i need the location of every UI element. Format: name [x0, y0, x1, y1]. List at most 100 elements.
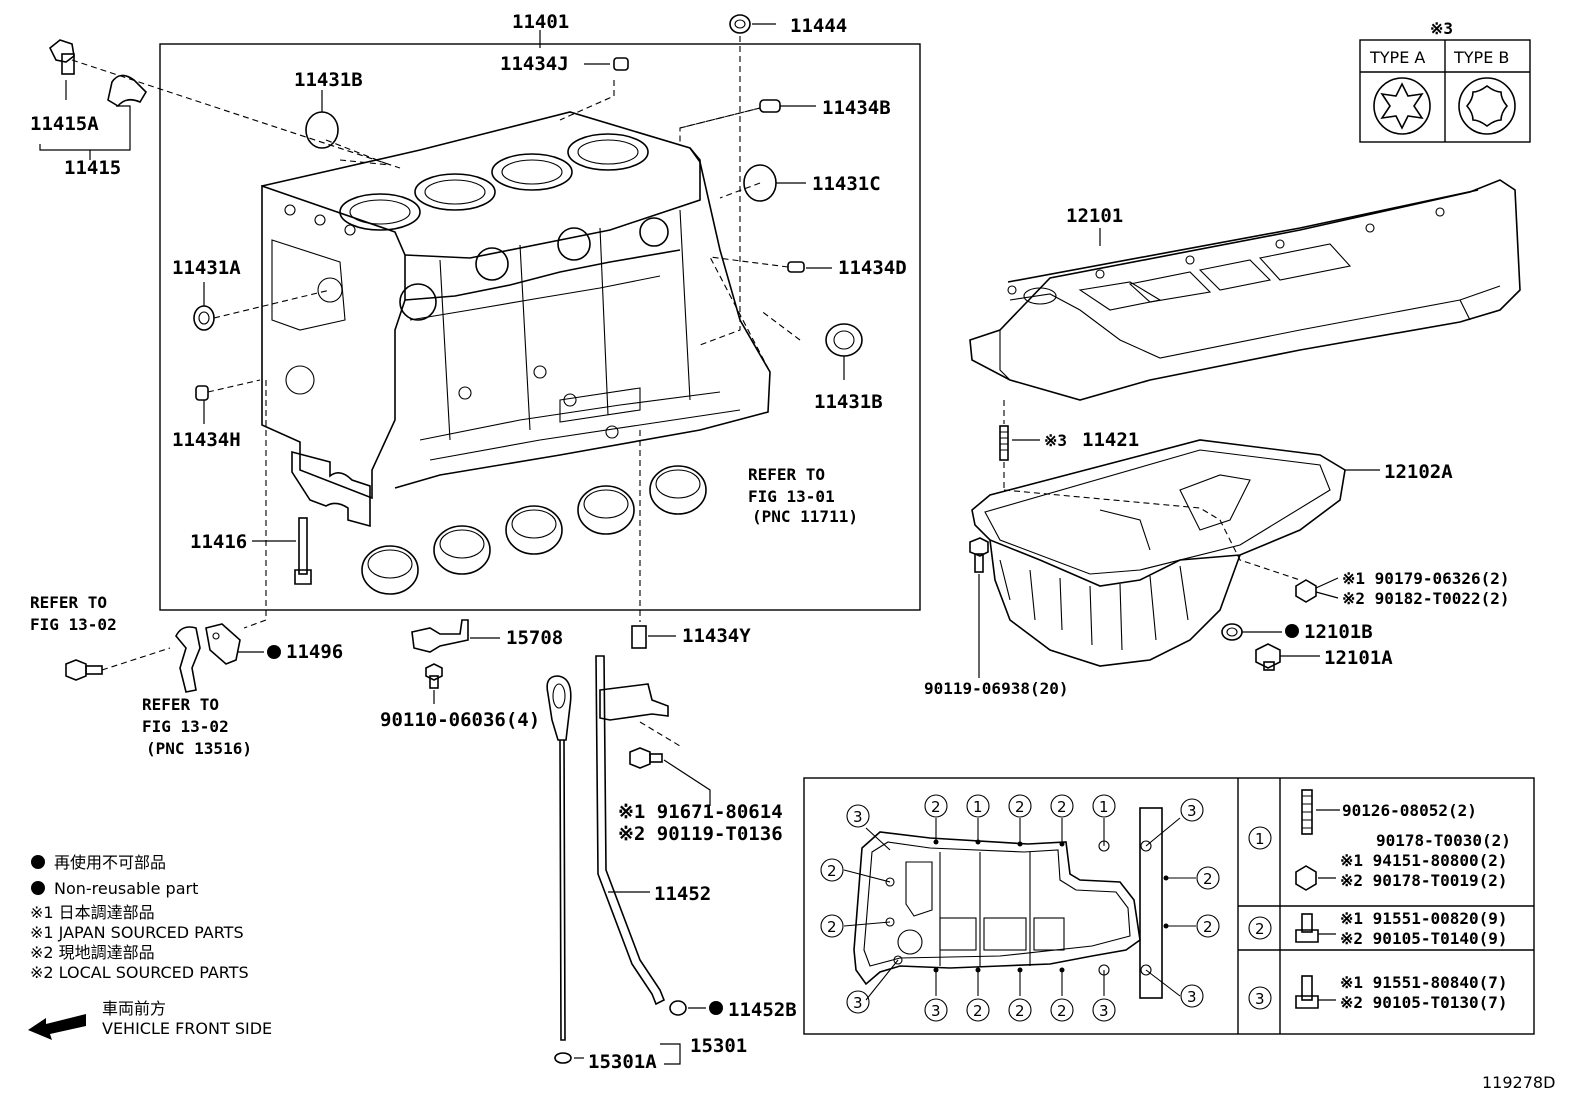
bolt-90119-06938	[969, 537, 989, 573]
refer-13-02-mid-line3: (PNC 13516)	[146, 739, 252, 758]
plug-11434J	[613, 57, 629, 71]
table-row2-a: ※1 91551-00820(9)	[1340, 909, 1508, 928]
pan-marker: 2	[1057, 1002, 1067, 1020]
dipstick-15301	[546, 675, 572, 1064]
cap-11444	[729, 14, 751, 34]
pan-marker: 1	[1099, 798, 1109, 816]
label-11431B-top: 11431B	[294, 69, 363, 91]
label-90179: ※1 90179-06326(2)	[1342, 569, 1510, 588]
label-11421: 11421	[1082, 429, 1139, 451]
table-row1-b: 90178-T0030(2)	[1376, 831, 1511, 850]
legend-japan-en: ※1 JAPAN SOURCED PARTS	[30, 923, 244, 942]
label-90182: ※2 90182-T0022(2)	[1342, 589, 1510, 608]
pan-marker: 2	[1057, 798, 1067, 816]
seal-11431A	[193, 305, 215, 331]
pan-marker: 2	[1015, 1002, 1025, 1020]
label-12101B: 12101B	[1304, 621, 1373, 643]
table-row3-b: ※2 90105-T0130(7)	[1340, 993, 1508, 1012]
table-row1-num: 1	[1255, 830, 1265, 848]
label-11452: 11452	[654, 883, 711, 905]
label-11434Y: 11434Y	[682, 625, 751, 647]
stud-90126-icon	[1301, 789, 1313, 835]
table-row1-c: ※1 94151-80800(2)	[1340, 851, 1508, 870]
bolt-91551-80840-icon	[1295, 975, 1319, 1009]
part-11415A-bolt	[48, 39, 75, 75]
pan-marker: 1	[973, 798, 983, 816]
label-11415A: 11415A	[30, 113, 99, 135]
label-90110: 90110-06036(4)	[380, 709, 540, 731]
oring-11452B	[669, 1000, 687, 1016]
nut-94151-icon	[1295, 865, 1317, 891]
legend-nonreusable-en: Non-reusable part	[54, 879, 198, 898]
pan-marker: 3	[1187, 988, 1197, 1006]
label-12101A: 12101A	[1324, 647, 1393, 669]
oil-strainer-bracket	[175, 626, 201, 693]
bolt-layout-box	[803, 777, 1535, 1035]
legend-nonreusable-jp: 再使用不可部品	[54, 853, 166, 872]
pan-markers-top: 2 1 2 2 1 3 3	[846, 794, 1204, 828]
label-11434B: 11434B	[822, 97, 891, 119]
label-15301: 15301	[690, 1035, 747, 1057]
pin-11434B	[759, 99, 781, 113]
bolt-91671-80614	[629, 747, 663, 769]
label-11431A: 11431A	[172, 257, 241, 279]
legend-local-jp: ※2 現地調達部品	[30, 943, 155, 962]
legend: 再使用不可部品 Non-reusable part ※1 日本調達部品 ※1 J…	[30, 853, 272, 1038]
bolt-table: 1 2 3 90126-08052(2) 90178-T0030(2) ※1 9…	[1248, 801, 1511, 1012]
table-row3-num: 3	[1255, 990, 1265, 1008]
pan-marker: 3	[1099, 1002, 1109, 1020]
nut-90179	[1295, 579, 1317, 603]
label-90119-T0136: ※2 90119-T0136	[618, 823, 783, 845]
legend-front-en: VEHICLE FRONT SIDE	[102, 1019, 272, 1038]
label-12101: 12101	[1066, 205, 1123, 227]
part-11415-union	[107, 74, 148, 108]
label-11444: 11444	[790, 15, 847, 37]
table-row3-a: ※1 91551-80840(7)	[1340, 973, 1508, 992]
type-b-label: TYPE B	[1453, 48, 1509, 67]
label-11496: 11496	[286, 641, 343, 663]
part-labels: 11401 11444 11434J 11431B 11434B 11431C …	[30, 11, 1510, 1073]
cylinder-block-drawing	[261, 111, 771, 500]
type-box	[1359, 39, 1531, 143]
label-15708: 15708	[506, 627, 563, 649]
pan-markers-left: 2 2 3 3	[820, 858, 1204, 1014]
pan-marker: 2	[1015, 798, 1025, 816]
seal-11431B-right	[825, 323, 863, 357]
refer-13-01-line2: FIG 13-01	[748, 487, 835, 506]
bolt-91551-00820-icon	[1295, 913, 1319, 943]
label-11421-note: ※3	[1044, 431, 1067, 450]
bearing-shells	[361, 465, 707, 595]
pan-marker: 3	[853, 994, 863, 1012]
pan-markers-bottom: 3 2 2 2	[924, 998, 1074, 1022]
refer-13-02-left-line1: REFER TO	[30, 593, 107, 612]
bolt-11416	[294, 517, 312, 585]
label-12102A: 12102A	[1384, 461, 1453, 483]
pan-marker: 2	[827, 862, 837, 880]
pan-marker: 2	[931, 798, 941, 816]
torx-type-a-icon	[1380, 82, 1424, 130]
table-row1-a: 90126-08052(2)	[1342, 801, 1477, 820]
label-11434H: 11434H	[172, 429, 241, 451]
pan-marker: 2	[827, 918, 837, 936]
gasket-11496	[205, 623, 241, 665]
label-15301A: 15301A	[588, 1051, 657, 1073]
refer-13-02-mid-line1: REFER TO	[142, 695, 219, 714]
refer-13-02-left-line2: FIG 13-02	[30, 615, 117, 634]
pan-marker: 3	[1187, 802, 1197, 820]
label-11416: 11416	[190, 531, 247, 553]
type-a-label: TYPE A	[1369, 48, 1425, 67]
table-row1-d: ※2 90178-T0019(2)	[1340, 871, 1508, 890]
bolt-refer-13-02	[65, 659, 103, 681]
label-11431B-right: 11431B	[814, 391, 883, 413]
label-11431C: 11431C	[812, 173, 881, 195]
pin-11434Y	[631, 625, 647, 649]
refer-13-01-line1: REFER TO	[748, 465, 825, 484]
main-bearing-cap	[291, 450, 371, 528]
refer-13-02-mid-line2: FIG 13-02	[142, 717, 229, 736]
bracket-15708	[411, 619, 469, 653]
label-91671: ※1 91671-80614	[618, 801, 783, 823]
oil-pan-lower-12102A	[971, 439, 1346, 667]
pin-11434D	[787, 261, 805, 273]
torx-type-b-icon	[1465, 85, 1509, 127]
